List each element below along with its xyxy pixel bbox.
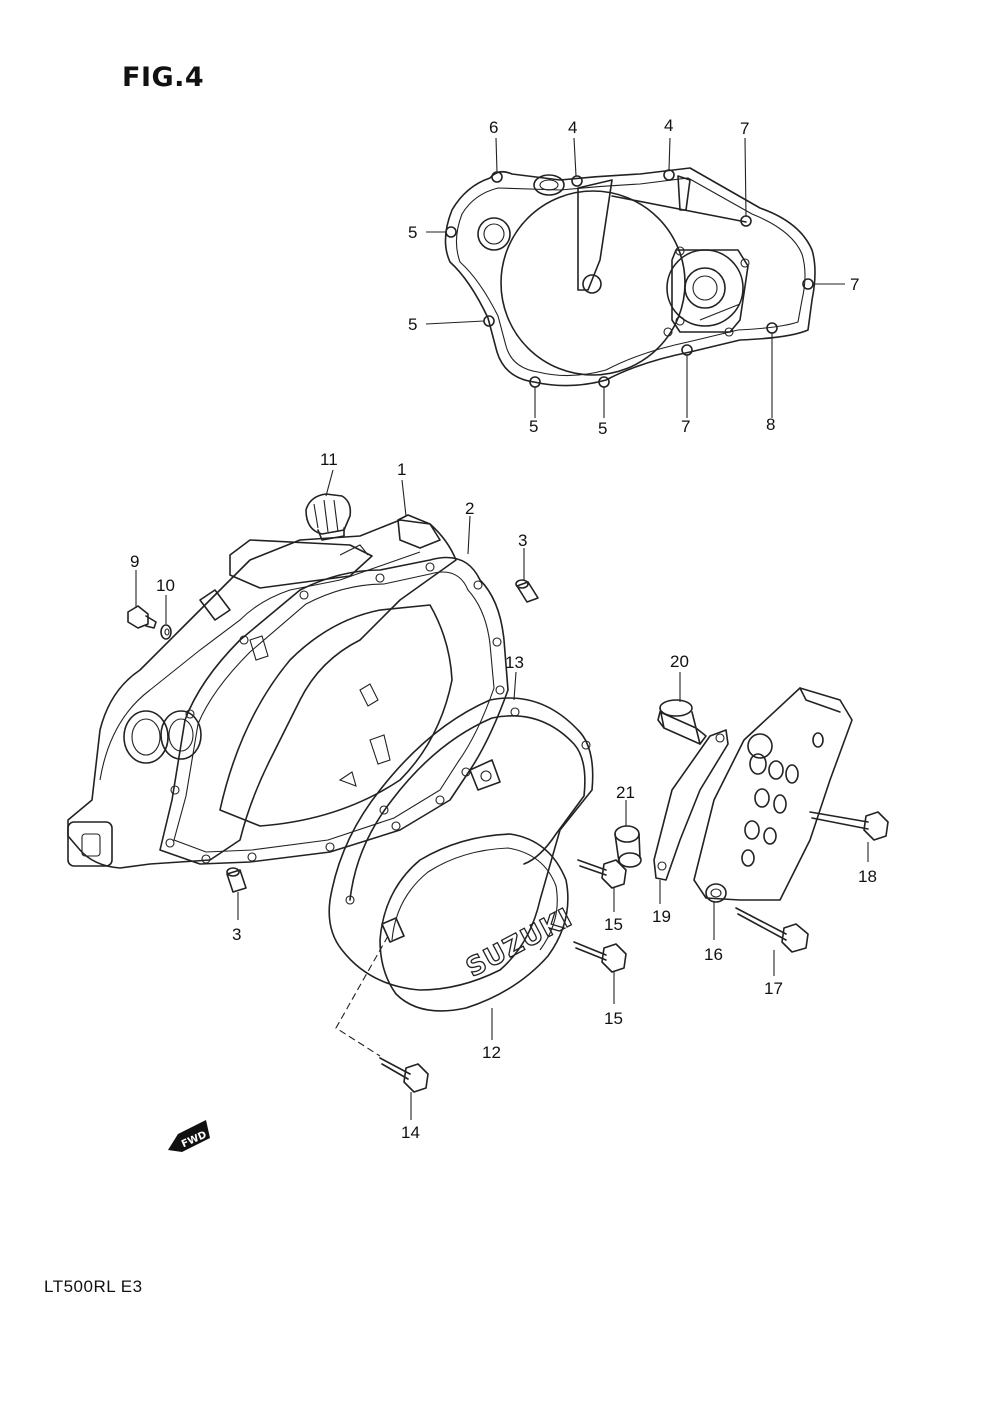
bolt-part-18 xyxy=(809,811,889,841)
oil-filler-cap xyxy=(305,493,352,541)
callout-19: 19 xyxy=(652,907,671,926)
washer-part-10 xyxy=(160,624,172,640)
model-code-label: LT500RL E3 xyxy=(44,1277,143,1296)
cover-gasket-part-13 xyxy=(328,697,594,991)
damper-part-16 xyxy=(705,883,727,903)
callout-15-upper: 15 xyxy=(604,915,623,934)
callout-3-lower: 3 xyxy=(232,925,241,944)
inner-cover-gasket-view xyxy=(444,167,816,388)
callout-1: 1 xyxy=(397,460,406,479)
forward-direction-marker: FWD xyxy=(168,1120,210,1152)
callout-14: 14 xyxy=(401,1123,420,1142)
callout-8: 8 xyxy=(766,415,775,434)
callout-12: 12 xyxy=(482,1043,501,1062)
guard-plate xyxy=(693,687,853,901)
top-leader-lines xyxy=(425,137,845,418)
callout-4-right: 4 xyxy=(664,116,673,135)
callout-6: 6 xyxy=(489,118,498,137)
callout-21: 21 xyxy=(616,783,635,802)
callout-5-bottom-left: 5 xyxy=(529,417,538,436)
callout-16: 16 xyxy=(704,945,723,964)
callout-20: 20 xyxy=(670,652,689,671)
callout-10: 10 xyxy=(156,576,175,595)
callout-13: 13 xyxy=(505,653,524,672)
bolt-part-17 xyxy=(735,907,809,953)
bolt-part-15-lower xyxy=(573,941,627,973)
lower-leader-lines xyxy=(135,469,869,1120)
callout-7-top: 7 xyxy=(740,119,749,138)
callout-numbers: 6 4 4 7 7 5 5 5 5 7 8 11 1 2 3 9 10 13 2… xyxy=(130,116,877,1142)
dowel-pin-upper xyxy=(515,579,539,603)
callout-15-lower: 15 xyxy=(604,1009,623,1028)
callout-7-bottom: 7 xyxy=(681,417,690,436)
spacer-part-20 xyxy=(657,699,707,745)
figure-title: FIG.4 xyxy=(122,62,205,93)
gasket-part-2 xyxy=(159,556,509,865)
callout-3-upper: 3 xyxy=(518,531,527,550)
dowel-pin-lower xyxy=(226,867,247,893)
crankcase-cover-part-1 xyxy=(67,514,457,869)
callout-9: 9 xyxy=(130,552,139,571)
bolt-part-9 xyxy=(127,605,157,629)
callout-17: 17 xyxy=(764,979,783,998)
callout-7-right: 7 xyxy=(850,275,859,294)
callout-2: 2 xyxy=(465,499,474,518)
callout-4-left: 4 xyxy=(568,118,577,137)
bolt-part-14 xyxy=(379,1057,429,1093)
bolt-14-assembly-lines xyxy=(335,935,389,1057)
callout-5-upper: 5 xyxy=(408,223,417,242)
bolt-part-15-upper xyxy=(577,859,627,889)
callout-5-bottom-right: 5 xyxy=(598,419,607,438)
callout-5-middle: 5 xyxy=(408,315,417,334)
callout-18: 18 xyxy=(858,867,877,886)
collar-part-21 xyxy=(614,825,642,868)
suzuki-logo-lettering: SUZUKI xyxy=(462,903,578,984)
gasket-plate-part-19 xyxy=(653,729,729,881)
callout-11: 11 xyxy=(320,450,338,469)
